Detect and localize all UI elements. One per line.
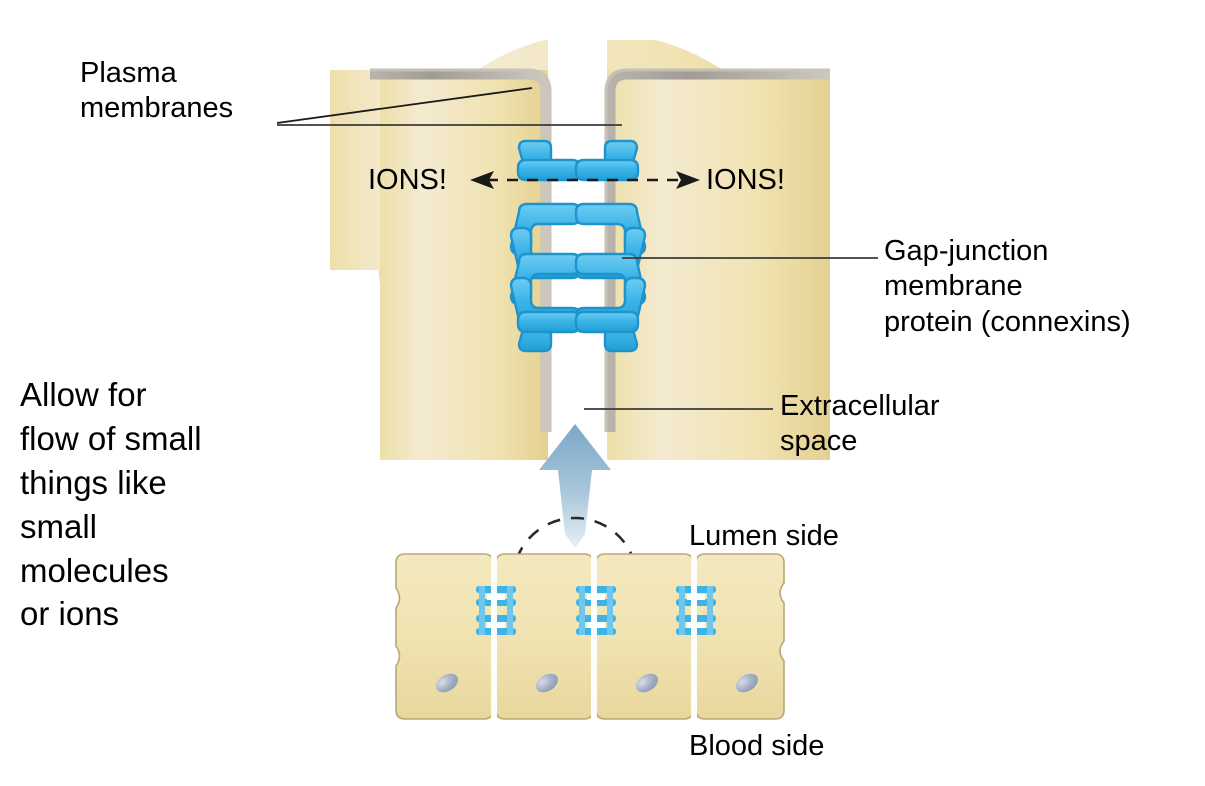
ion-flow-arrow-icon — [470, 171, 700, 189]
note-allow-flow: Allow for flow of small things like smal… — [20, 376, 202, 633]
epithelial-cell-row — [395, 553, 785, 720]
label-plasma-membranes: Plasma membranes — [80, 57, 234, 125]
nucleus-icon — [435, 673, 459, 693]
epithelial-cell — [695, 553, 785, 720]
label-ions-left: IONS! — [368, 164, 447, 196]
epithelial-cell — [495, 553, 594, 720]
label-blood-side: Blood side — [689, 730, 825, 762]
label-ions-right: IONS! — [706, 164, 785, 196]
nucleus-icon — [535, 673, 559, 693]
leader-line-plasma-membrane-left — [276, 87, 533, 124]
label-lumen-side: Lumen side — [689, 520, 839, 552]
right-plasma-membrane — [604, 68, 830, 432]
label-gap-junction-protein: Gap-junction membrane protein (connexins… — [884, 235, 1131, 338]
magnified-right-cell — [607, 40, 830, 460]
upward-magnify-arrow-icon — [539, 424, 611, 548]
epithelial-cell — [595, 553, 694, 720]
nucleus-icon — [735, 673, 759, 693]
nucleus-icon — [635, 673, 659, 693]
connexin-pair-4 — [516, 310, 640, 353]
label-extracellular-space: Extracellular space — [780, 390, 940, 458]
epithelial-cell — [395, 553, 494, 720]
left-plasma-membrane — [370, 68, 552, 432]
